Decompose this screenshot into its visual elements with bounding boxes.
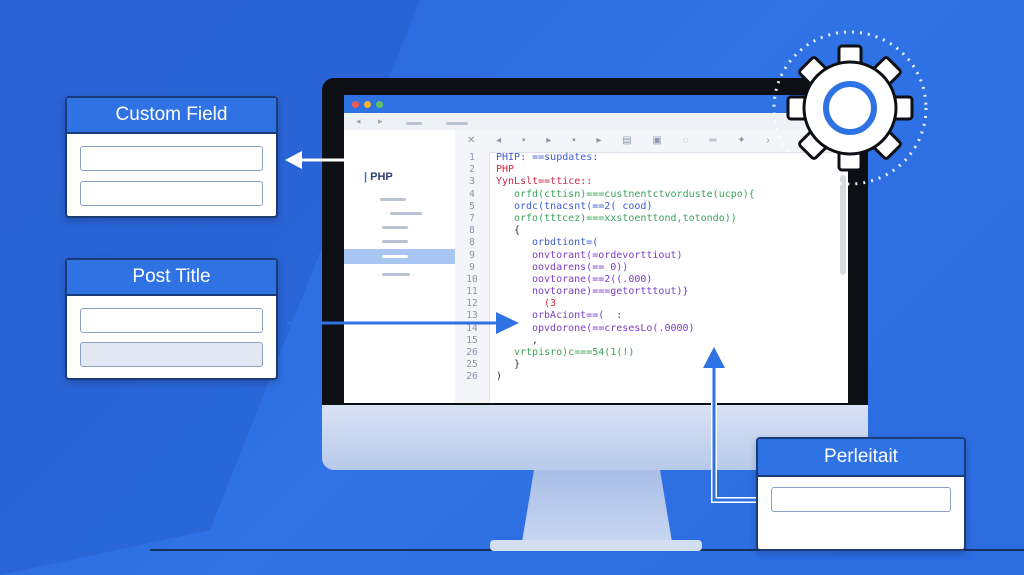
- line-number: 4: [469, 188, 475, 200]
- code-line: onvtorant(=ordevorttiout): [532, 249, 683, 261]
- code-line: ,: [532, 334, 539, 346]
- post-title-input-2[interactable]: [80, 342, 263, 367]
- maximize-dot[interactable]: [376, 101, 383, 108]
- code-line: (3: [532, 298, 557, 310]
- minimize-dot[interactable]: [364, 101, 371, 108]
- line-number: 10: [466, 273, 478, 285]
- editor-toolbar[interactable]: ✕ ◂ ▪ ▸ ▪ ▸ ▤ ▣ ◌ ═ ✦ ›: [455, 130, 848, 153]
- code-line: orbAciont==( :: [532, 310, 623, 322]
- line-number: 7: [469, 212, 475, 224]
- sidebar-item[interactable]: [380, 198, 406, 201]
- code-line: PHIP: ==supdates:: [496, 152, 599, 163]
- custom-field-input-1[interactable]: [80, 146, 263, 171]
- title-bar: [344, 95, 848, 113]
- line-number: 15: [466, 334, 478, 346]
- line-number: 26: [466, 371, 478, 383]
- sidebar-php-item[interactable]: | PHP: [364, 171, 393, 183]
- third-field-title: Perleitait: [758, 439, 964, 477]
- code-line: oovtorane(==2((.000): [532, 273, 653, 285]
- third-field-arrow-outline: [711, 365, 756, 503]
- custom-field-title: Custom Field: [67, 98, 276, 134]
- forward-icon[interactable]: ▸: [378, 116, 383, 126]
- file-sidebar: | PHP: [344, 130, 456, 403]
- line-number: 26: [466, 347, 478, 358]
- custom-field-card: Custom Field: [65, 96, 278, 218]
- custom-field-input-2[interactable]: [80, 181, 263, 206]
- close-dot[interactable]: [352, 101, 359, 108]
- code-line: {: [514, 225, 521, 237]
- sidebar-item[interactable]: [390, 212, 422, 215]
- code-line: ): [496, 371, 503, 383]
- code-line: YynLslt==ttice::: [496, 176, 593, 188]
- third-field-input[interactable]: [771, 487, 951, 512]
- code-line: vrtpisro)c===54(1(!): [514, 347, 635, 358]
- sidebar-item[interactable]: [382, 240, 408, 243]
- code-line: }: [514, 359, 521, 371]
- code-line: oovdarens(== 0)): [532, 261, 629, 273]
- line-number: 5: [469, 200, 475, 212]
- line-number: 3: [469, 176, 475, 188]
- post-title-input-1[interactable]: [80, 308, 263, 333]
- post-title-arrow: [287, 312, 519, 334]
- code-line: orfd(cttisn)===custnentctvorduste(ucpo){: [514, 188, 755, 200]
- sidebar-php-label: PHP: [370, 171, 393, 183]
- monitor-stand: [522, 470, 672, 542]
- double-arrow: [285, 151, 410, 169]
- post-title-card: Post Title: [65, 258, 278, 380]
- code-line: novtorane)===getortttout)}: [532, 286, 689, 298]
- third-field-arrow: [703, 347, 756, 502]
- line-number: 11: [466, 286, 478, 298]
- line-number: 2: [469, 164, 475, 176]
- line-number: 25: [466, 359, 478, 371]
- sidebar-item[interactable]: [382, 273, 410, 276]
- line-number: 9: [469, 261, 475, 273]
- sidebar-item-selected[interactable]: [344, 249, 455, 264]
- line-number: 13: [466, 310, 478, 322]
- post-title-title: Post Title: [67, 260, 276, 296]
- address-bar[interactable]: [446, 122, 468, 125]
- code-line: opvdorone(==cresesLo(.0000): [532, 322, 695, 334]
- line-number: 12: [466, 298, 478, 310]
- line-number: 8: [469, 225, 475, 237]
- code-line: ordc(tnacsnt(==2( cood): [514, 200, 653, 212]
- line-number: 9: [469, 249, 475, 261]
- line-number: 14: [466, 322, 478, 334]
- gear-icon: [772, 30, 928, 186]
- sidebar-item[interactable]: [382, 226, 408, 229]
- third-field-card: Perleitait: [756, 437, 966, 551]
- code-line: orfo(tttcez)===xxstoenttond,totondo)): [514, 212, 737, 224]
- code-line: orbdtiont=(: [532, 237, 599, 249]
- line-number: 1: [469, 152, 475, 163]
- back-icon[interactable]: ◂: [356, 116, 361, 126]
- code-line: PHP: [496, 164, 515, 176]
- toolbar-item[interactable]: [406, 122, 422, 125]
- scrollbar[interactable]: [840, 175, 846, 275]
- line-number: 8: [469, 237, 475, 249]
- monitor-base: [490, 540, 702, 551]
